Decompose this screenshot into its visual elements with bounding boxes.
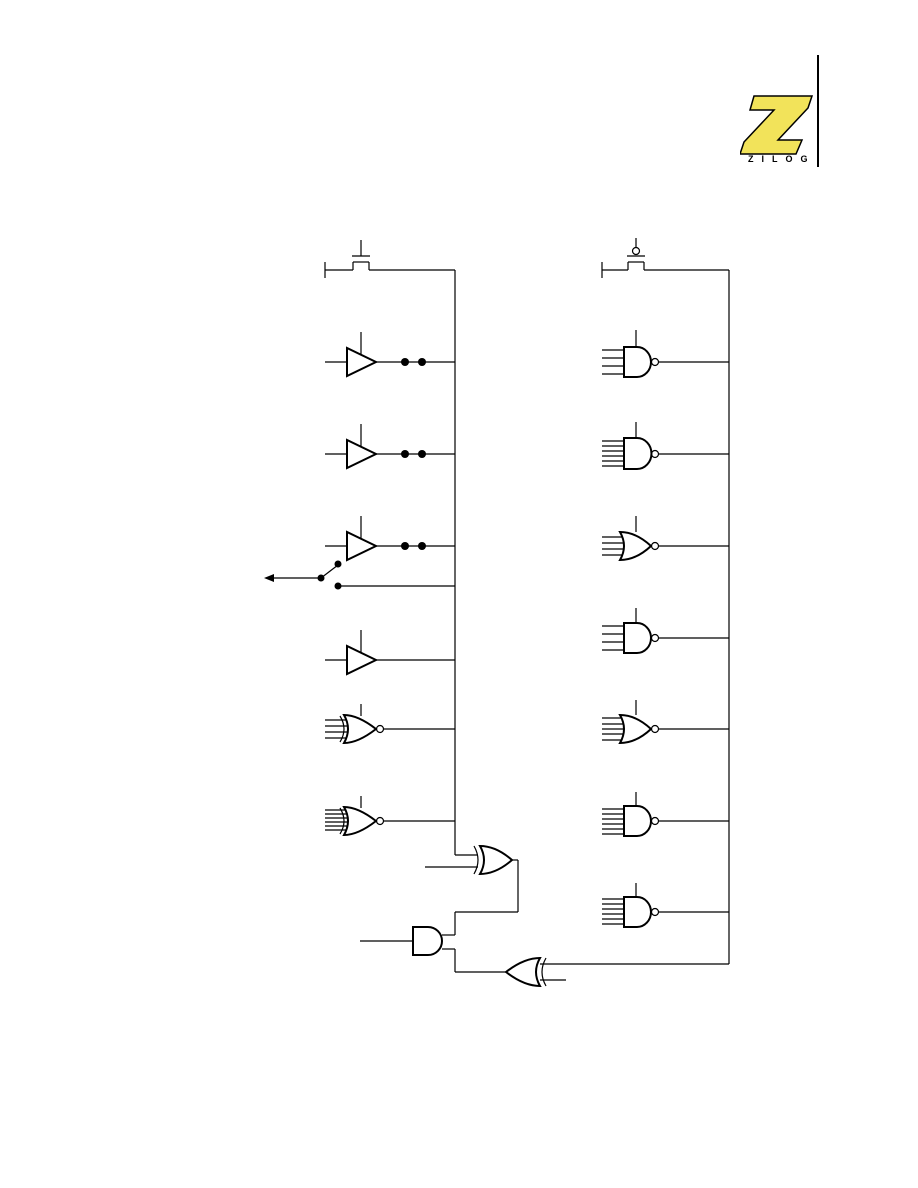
xor-gate-bottom (504, 956, 729, 988)
nor-gate-left-1 (325, 704, 455, 745)
left-transistor (324, 240, 455, 278)
logo-divider (817, 55, 819, 167)
logo-wordmark: ZILOG (748, 154, 816, 164)
buffer-2 (325, 424, 455, 470)
nor-gate-left-2 (325, 796, 455, 837)
buffer-4 (325, 630, 455, 676)
selector-switch (264, 560, 455, 590)
zilog-logo-icon (740, 95, 814, 155)
xor-gate-center (425, 844, 519, 935)
and-gate-bottom (360, 926, 506, 973)
nor-gate-right-2 (602, 700, 729, 745)
buffer-1 (325, 332, 455, 378)
nand-gate-right-2 (602, 422, 729, 470)
nor-gate-right-1 (602, 516, 729, 562)
nand-gate-right-3 (602, 608, 729, 654)
nand-gate-right-4 (602, 792, 729, 837)
nand-gate-right-5 (602, 883, 729, 928)
buffer-3 (325, 516, 455, 562)
nand-gate-right-1 (602, 330, 729, 378)
right-transistor (601, 238, 729, 278)
